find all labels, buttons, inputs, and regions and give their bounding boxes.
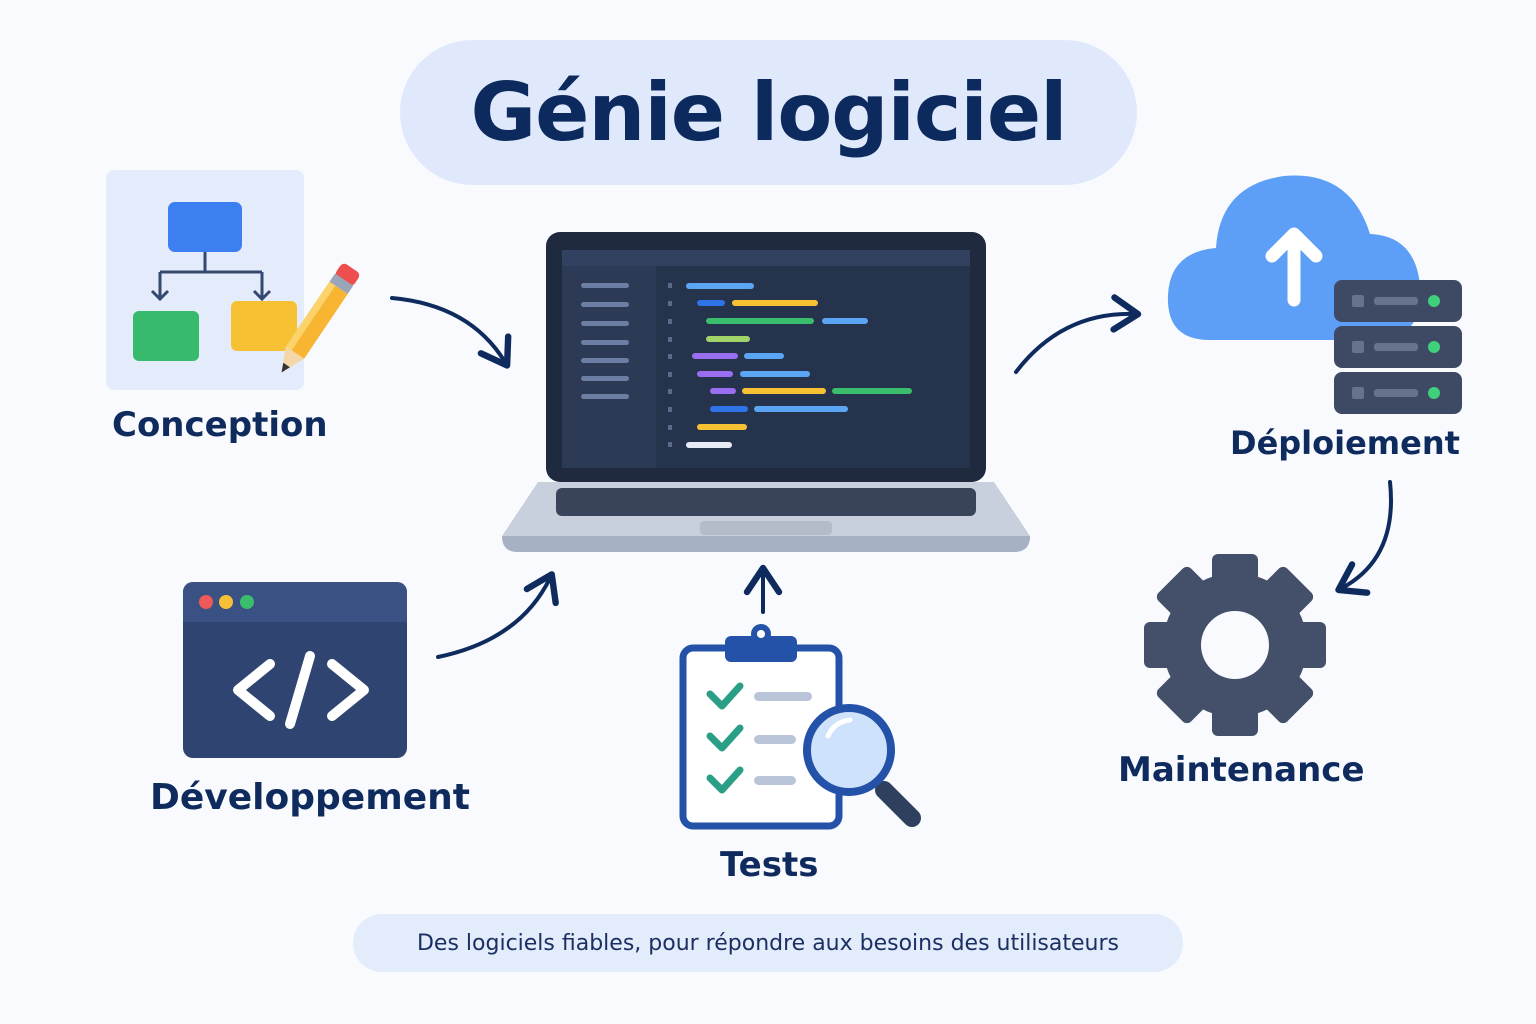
stage-label-deploiement: Déploiement [1230,424,1460,462]
server-icon [1334,280,1462,414]
stage-label-developpement: Développement [150,777,470,818]
flow-arrows [390,294,1393,659]
stage-label-conception: Conception [112,405,328,445]
pencil-icon [281,263,360,373]
arrow-laptop-to-deploiement [1014,294,1142,374]
code-window-icon [183,582,407,758]
arrow-developpement-to-laptop [436,571,559,659]
laptop-code-icon [502,232,1030,552]
page-title: Génie logiciel [470,66,1068,159]
tagline: Des logiciels fiables, pour répondre aux… [416,930,1119,956]
magnifier-icon [803,704,921,827]
arrow-conception-to-laptop [390,296,512,369]
title-banner: Génie logiciel [400,40,1137,185]
arrow-deploiement-to-maintenance [1335,480,1393,596]
stage-label-maintenance: Maintenance [1118,750,1365,790]
clipboard-checklist-icon [679,624,843,830]
tagline-banner: Des logiciels fiables, pour répondre aux… [353,914,1183,972]
gear-icon [1144,554,1326,736]
stage-label-tests: Tests [720,845,819,885]
flowchart-icon [106,170,304,390]
